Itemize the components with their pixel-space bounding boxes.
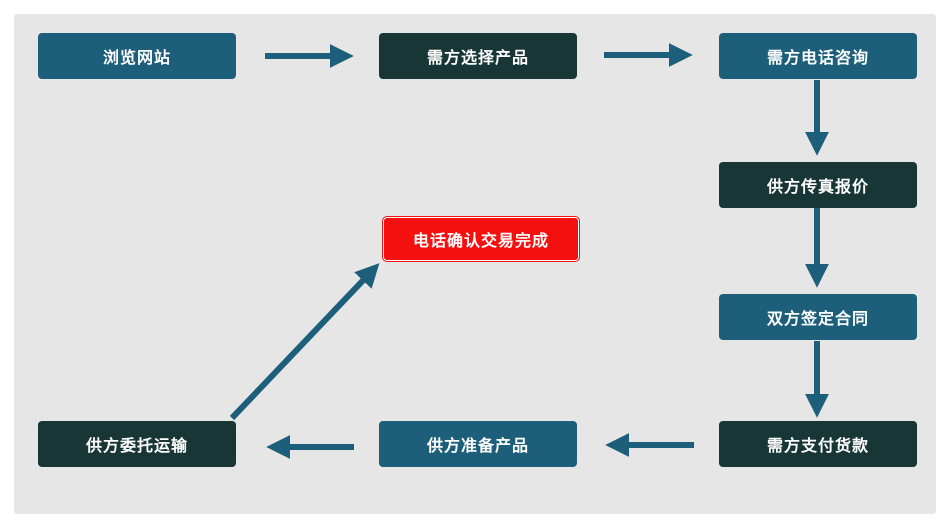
step-buyer-select-product: 需方选择产品 xyxy=(379,33,577,79)
step-both-sign-contract: 双方签定合同 xyxy=(719,294,917,340)
step-browse-website: 浏览网站 xyxy=(38,33,236,79)
arrow-ship-to-complete xyxy=(229,263,380,421)
step-supplier-prepare-product: 供方准备产品 xyxy=(379,421,577,467)
step-supplier-fax-quote: 供方传真报价 xyxy=(719,162,917,208)
step-buyer-phone-inquiry: 需方电话咨询 xyxy=(719,33,917,79)
step-phone-confirm-complete: 电话确认交易完成 xyxy=(383,217,579,261)
step-buyer-pay: 需方支付货款 xyxy=(719,421,917,467)
step-supplier-arrange-shipping: 供方委托运输 xyxy=(38,421,236,467)
